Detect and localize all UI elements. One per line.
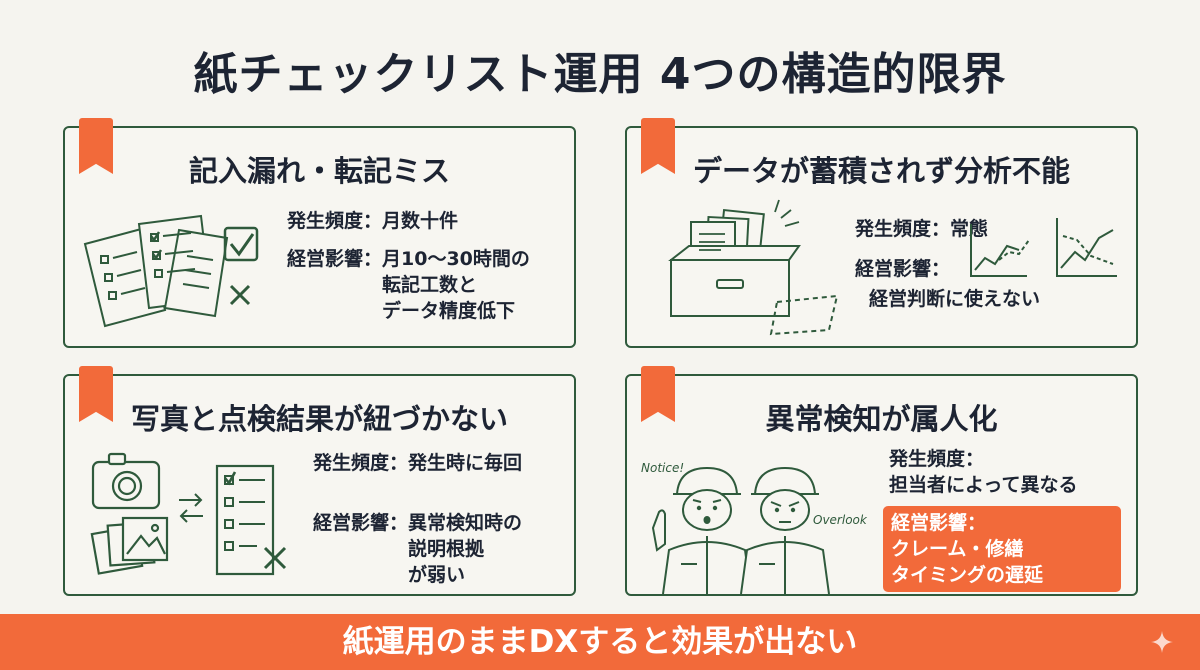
impact-line: データ精度低下	[382, 300, 516, 322]
impact-line: 説明根拠	[408, 538, 485, 560]
impact-label: 経営影響：	[313, 512, 409, 534]
two-workers-icon: Notice! Overlook	[641, 461, 868, 594]
impact-label: 経営影響：	[891, 512, 987, 534]
file-box-icon	[668, 199, 839, 336]
frequency-row: 発生頻度：常態	[855, 216, 988, 242]
impact-line: 異常検知時の	[408, 512, 523, 534]
broken-chart-icon	[970, 218, 1117, 277]
frequency-value: 担当者によって異なる	[889, 474, 1078, 496]
impact-line: タイミングの遅延	[891, 564, 1044, 586]
card-title: データが蓄積されず分析不能	[692, 154, 1070, 188]
frequency-value: 発生時に毎回	[408, 452, 523, 474]
card-photos-not-linked: 写真と点検結果が紐づかない 発生頻度：発生時に毎回 経営影響：	[63, 366, 576, 596]
frequency-label: 発生頻度：	[287, 210, 383, 232]
card-transcription-errors: 記入漏れ・転記ミス 発生頻度：月数十件 経営影響： 月10〜30時間の	[63, 118, 576, 348]
impact-highlight-box: 経営影響： クレーム・修繕 タイミングの遅延	[883, 506, 1121, 592]
card-title: 写真と点検結果が紐づかない	[130, 402, 508, 436]
card-no-data-analysis: データが蓄積されず分析不能 発生頻度：常態 経営影響： 経営判断に使えない	[625, 118, 1138, 348]
camera-photos-checklist-icon	[90, 452, 287, 576]
overlook-text: Overlook	[813, 513, 868, 527]
impact-line: が弱い	[408, 564, 466, 586]
sparkle-icon	[1151, 631, 1173, 653]
impact-row: 経営影響：	[855, 256, 950, 282]
impact-line: 経営判断に使えない	[869, 288, 1041, 310]
impact-value: 経営判断に使えない	[869, 286, 1040, 312]
footer-banner: 紙運用のままDXすると効果が出ない	[0, 614, 1200, 670]
frequency-value: 月数十件	[382, 210, 459, 232]
impact-label: 経営影響：	[287, 248, 383, 270]
card-title: 記入漏れ・転記ミス	[188, 154, 450, 188]
frequency-value: 常態	[950, 218, 989, 240]
frequency-label: 発生頻度：	[855, 218, 951, 240]
impact-line: 転記工数と	[382, 274, 478, 296]
notice-text: Notice!	[641, 461, 684, 475]
frequency-row: 発生頻度： 担当者によって異なる	[889, 446, 1077, 498]
frequency-label: 発生頻度：	[313, 452, 409, 474]
impact-row: 経営影響： 月10〜30時間の 転記工数と データ精度低下	[287, 246, 530, 324]
impact-row: 経営影響： 異常検知時の 説明根拠 が弱い	[313, 510, 522, 588]
page-title: 紙チェックリスト運用 4つの構造的限界	[193, 49, 1007, 100]
frequency-row: 発生頻度：発生時に毎回	[313, 450, 522, 476]
checklist-papers-icon	[83, 214, 259, 328]
frequency-row: 発生頻度：月数十件	[287, 208, 458, 234]
card-anomaly-detection-personal: 異常検知が属人化 Notice! Overlook 発生頻度	[625, 366, 1138, 596]
impact-line: 月10〜30時間の	[382, 248, 530, 270]
card-title: 異常検知が属人化	[765, 402, 998, 436]
impact-line: クレーム・修繕	[891, 538, 1024, 560]
frequency-label: 発生頻度：	[889, 448, 985, 470]
impact-label: 経営影響：	[855, 258, 951, 280]
